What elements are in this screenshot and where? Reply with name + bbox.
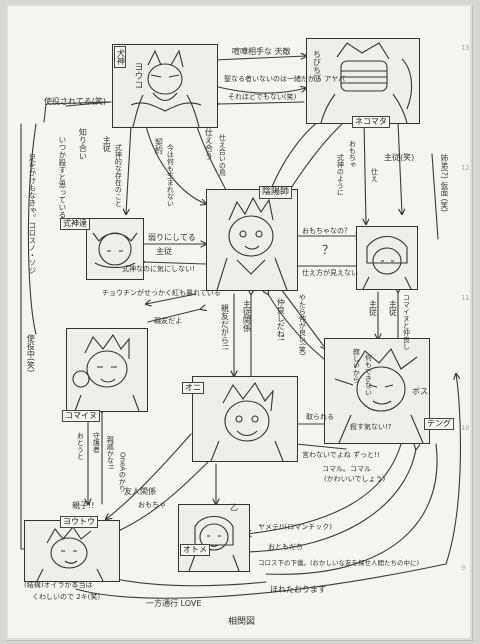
rel-onmyoji-inugami-2: 今は何も生まれない [166,144,175,207]
otome-mark: 乙 [230,503,238,512]
rel-inugami-nue-low: それほどでもない(笑) [228,93,297,101]
rel-nekomata-3: 仕え [370,168,379,182]
rel-shiki-onmyoji-1: 弱りにしてる [148,233,196,242]
rel-onmyoji-tengu-2: やたら仲が良い(笑) [298,294,307,356]
rel-onmyoji-nue-1: 仕え合う [204,128,214,160]
rel-komainu-low: 親友だよ [154,317,182,325]
oni-sketch [210,381,284,461]
nekomata-name-tag: ネコマタ [352,116,390,129]
portrait-otome [178,504,250,572]
tengu-name-tag: テング [424,418,454,431]
rel-onmyoji-zashiki-q: ？ [322,243,335,257]
rel-oni-1: OneAのかり [118,452,127,493]
portrait-zashiki [356,226,418,290]
rel-komainu-lines: チョウチンがせっかく紅も暴れている [102,289,221,297]
inugami-sketch [130,49,202,127]
bottom-loop-label-2: ほれたおります [270,585,326,594]
rel-inugami-nue-mid: 聖なる者いないのは一緒だから アヤバ [224,75,346,83]
rel-inugami-onmyoji-2: 式神的な存在のこと [114,144,123,207]
inugami-side-name: ヨウコ [132,62,143,89]
oni-name-tag: オニ [182,382,204,395]
rel-zashiki-tengu-1: 主従 [368,300,378,316]
rel-zashiki-tengu-3: 主従 [388,300,398,316]
shikigami-sketch [92,232,138,269]
footer-title: 相関図 [228,617,256,627]
inugami-name-tag: 犬神 [114,46,127,68]
onmyoji-name-tag: 陰陽師 [259,186,293,200]
rel-komainu-1: おとうと [76,432,85,460]
rel-nekomata-far: 姉弟(?) 仮面 (笑) [439,154,449,212]
rel-inugami-nue-top: 喧嘩相手な 天敵 [232,47,291,56]
rel-inugami-left: 使役されてる(笑) [44,97,107,106]
portrait-nue [306,38,420,124]
otome-note-1: ヤメテ!!(ロマンチック) [258,523,332,531]
sketch-paper: 13 12 11 10 9 犬神 ヨウコ [6,4,472,640]
rel-oni-2: 友人関係 [124,487,156,496]
onmyoji-sketch [216,196,288,290]
rel-nekomata-main: 主従(笑) [384,153,415,162]
otome-note-2: おともだち [268,543,303,551]
yoko-sketch [36,526,104,581]
rel-onmyoji-tengu-1: 仲良しだね! [276,298,286,342]
zashiki-sketch [362,235,412,289]
rel-onmyoji-nue-2: 仕え合いの鳥 [218,134,227,176]
tengu-note-2: (かわいいでしょう) [324,475,386,483]
tengu-sketch [334,348,424,443]
rel-shiki-onmyoji-3: 式神なのに気にしない! [122,265,195,273]
otome-name-tag: オトメ [180,544,210,557]
portrait-oni [192,376,298,462]
bottom-left-note-1: (結構)オイラが本当は [24,581,93,589]
rel-tengu-2: 何もできない [364,354,373,396]
rel-onmyoji-inugami-1: 契約 [154,138,164,154]
komainu-name-tag: コマイヌ [62,410,100,423]
rel-oni-tengu-2: 殺す気ない!? [350,423,392,431]
nue-self-note: ちびちび [312,50,322,82]
portrait-inugami [112,44,218,128]
left-vertical-note: 使役中(笑) [26,334,36,373]
rel-zashiki-tengu-2: コマイヌと仲良し [402,294,411,350]
yoko-name-tag: ヨウトウ [60,516,98,529]
rel-onmyoji-oni-1: 親友だがら!! [220,304,230,351]
portrait-tengu [324,338,430,444]
rel-inugami-onmyoji-1: 主従 [102,136,112,152]
rel-yoko-up: 親子!! [72,501,95,510]
rel-nekomata-1: おもちゃ [348,140,357,168]
shikigami-name-tag: 式神達 [60,218,90,231]
bottom-left-note-2: くわしいので 2キ(笑) [32,593,101,601]
side-note-left: 足をかけもなきゃ。コロスノ・ソジ [27,154,37,274]
rel-komainu-2: 守護者 [92,432,101,453]
nue-sketch [320,42,413,123]
portrait-yoko [24,520,120,582]
rel-tengu-1: 寂しいから [352,348,361,383]
rel-oni-tengu-1: 取られる [306,413,334,421]
otome-sketch [188,515,240,571]
portrait-shikigami [86,218,144,280]
rel-inugami-left2: 知り合い [78,128,88,160]
portrait-komainu [66,328,148,412]
rel-nekomata-2: 式神のように [336,154,345,196]
relationship-arrows [6,4,472,640]
portrait-onmyoji [206,189,298,291]
rel-oni-tengu-3: 言わないでよね ずっと!! [302,451,380,459]
tengu-note-1: コマル。コマル [322,465,371,473]
rel-zashiki-side: 仕え方が見えない [302,269,358,277]
rel-onmyoji-oni-2: 主従関係 [242,300,252,332]
rel-oni-3: おもちゃ [138,501,166,509]
rel-onmyoji-zashiki-1: おもちゃなの？ [302,227,351,235]
bottom-loop-label: 一方通行 LOVE [146,599,202,608]
rel-shiki-onmyoji-2: 主従 [156,247,172,256]
komainu-sketch [72,333,140,411]
tengu-side-note: ボス [412,387,428,396]
rel-komainu-3: 親戚かな!! [106,436,115,470]
rel-inugami-shiki: いつか殺すと思っている [57,136,67,219]
otome-note-3: コロス下の下僕。(おかしいな友を探せ人間たちの中に) [258,559,420,567]
